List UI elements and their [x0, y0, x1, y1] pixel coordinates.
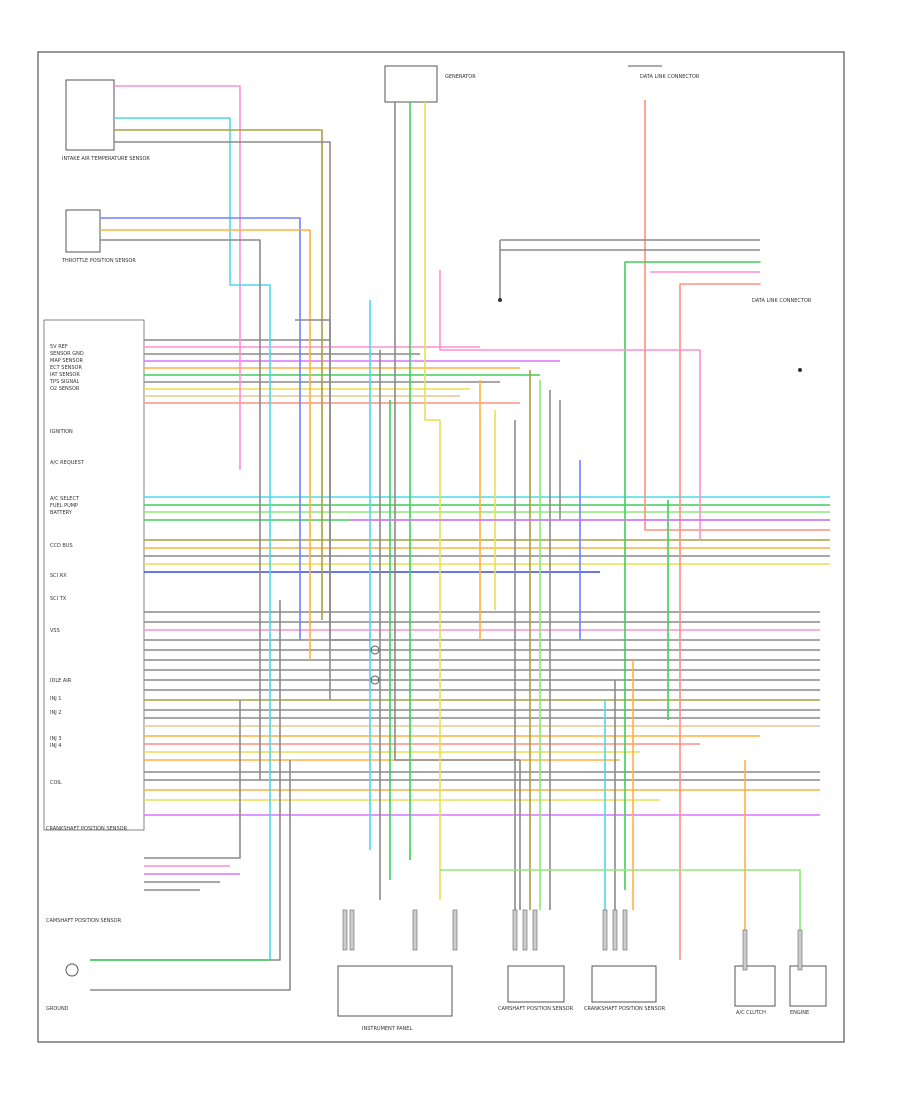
pcm-pin-label: SCI TX	[50, 596, 67, 602]
iat-sensor-label: INTAKE AIR TEMPERATURE SENSOR	[62, 156, 150, 162]
dlc-top-label: DATA LINK CONNECTOR	[640, 74, 700, 80]
dlc-wire-5	[679, 283, 761, 960]
connector-terminal	[412, 909, 418, 951]
diagram-frame	[37, 51, 845, 1043]
pcm-pin-label: A/C SELECT	[50, 496, 80, 502]
dlc-right-label: DATA LINK CONNECTOR	[752, 298, 812, 304]
generator-label: GENERATOR	[445, 74, 476, 80]
pcm-pin-label: INJ 4	[50, 743, 61, 749]
pcm-pin-label: INJ 3	[50, 736, 61, 742]
dlc-ground-dot	[498, 298, 502, 302]
pcm-block	[43, 319, 145, 831]
pcm-pin-label: INJ 2	[50, 710, 61, 716]
pcm-pin-label: MAP SENSOR	[50, 358, 84, 364]
pcm-pin-label: INJ 1	[50, 696, 61, 702]
gen-wire-gray	[394, 102, 521, 910]
crank-wire-2	[90, 760, 291, 991]
iat-wire-cyan	[114, 117, 271, 960]
connector-terminal	[742, 929, 748, 971]
connector-terminal	[602, 909, 608, 951]
iat-wire-pink	[114, 85, 241, 470]
bottom-right-wire	[440, 869, 801, 940]
bottom-label-2: CAMSHAFT POSITION SENSOR	[498, 1006, 574, 1012]
connector-terminal	[622, 909, 628, 951]
connector-terminal	[349, 909, 355, 951]
tps-label: THROTTLE POSITION SENSOR	[61, 258, 136, 264]
bottom-box-5	[789, 965, 827, 1007]
bottom-box-2	[507, 965, 565, 1003]
pcm-pin-label: BATTERY	[50, 510, 73, 516]
iat-wire-olive	[114, 129, 323, 620]
splice-route-1	[295, 319, 370, 641]
ground-symbol	[65, 963, 79, 977]
bottom-box-3	[591, 965, 657, 1003]
pcm-pin-label: COIL	[50, 780, 62, 786]
splice-point	[370, 645, 380, 655]
tps-wire-blue	[100, 217, 301, 640]
dlc-wire-6	[439, 270, 701, 540]
bottom-label-5: ENGINE	[790, 1010, 809, 1016]
iat-wire-gray	[114, 141, 331, 700]
pcm-pin-label: 5V REF	[50, 344, 68, 350]
right-connector-dot	[798, 368, 802, 372]
tps-wire-gray	[100, 239, 261, 780]
pcm-pin-label: CCD BUS	[50, 543, 73, 549]
cmp-wire-1	[144, 700, 241, 859]
pcm-pin-label: TPS SIGNAL	[49, 379, 80, 385]
iat-sensor-box	[65, 79, 115, 151]
generator-box	[384, 65, 438, 103]
pcm-pin-label: ECT SENSOR	[50, 365, 82, 371]
connector-terminal	[512, 909, 518, 951]
bottom-box-4	[734, 965, 776, 1007]
connector-terminal	[797, 929, 803, 971]
connector-terminal	[522, 909, 528, 951]
pcm-pin-label: VSS	[50, 628, 60, 634]
connector-terminal	[342, 909, 348, 951]
bottom-label-3: CRANKSHAFT POSITION SENSOR	[584, 1006, 666, 1012]
tps-box	[65, 209, 101, 253]
dlc-wire-3	[624, 261, 761, 890]
cmp-sensor-label: CAMSHAFT POSITION SENSOR	[46, 918, 122, 924]
pcm-pin-label: IGNITION	[50, 429, 73, 435]
connector-terminal	[452, 909, 458, 951]
pcm-pin-label: SENSOR GND	[50, 351, 84, 357]
tps-wire-orange	[100, 229, 311, 660]
pcm-pin-label: SCI RX	[50, 573, 67, 579]
dlc-wire-salmon	[644, 100, 830, 531]
connector-terminal	[612, 909, 618, 951]
pcm-pin-label: A/C REQUEST	[50, 460, 85, 466]
ground-label: GROUND	[46, 1006, 69, 1012]
pcm-pin-label: O2 SENSOR	[50, 386, 80, 392]
splice-point	[370, 675, 380, 685]
pcm-pin-label: FUEL PUMP	[50, 503, 78, 509]
bottom-box-1	[337, 965, 453, 1017]
gen-wire-yellow	[424, 102, 441, 900]
bottom-label-1: INSTRUMENT PANEL	[362, 1026, 412, 1032]
connector-terminal	[532, 909, 538, 951]
bottom-label-4: A/C CLUTCH	[736, 1010, 766, 1016]
pcm-pin-label: IAT SENSOR	[50, 372, 80, 378]
ckp-sensor-label: CRANKSHAFT POSITION SENSOR	[46, 826, 128, 832]
pcm-pin-label: IDLE AIR	[50, 678, 72, 684]
